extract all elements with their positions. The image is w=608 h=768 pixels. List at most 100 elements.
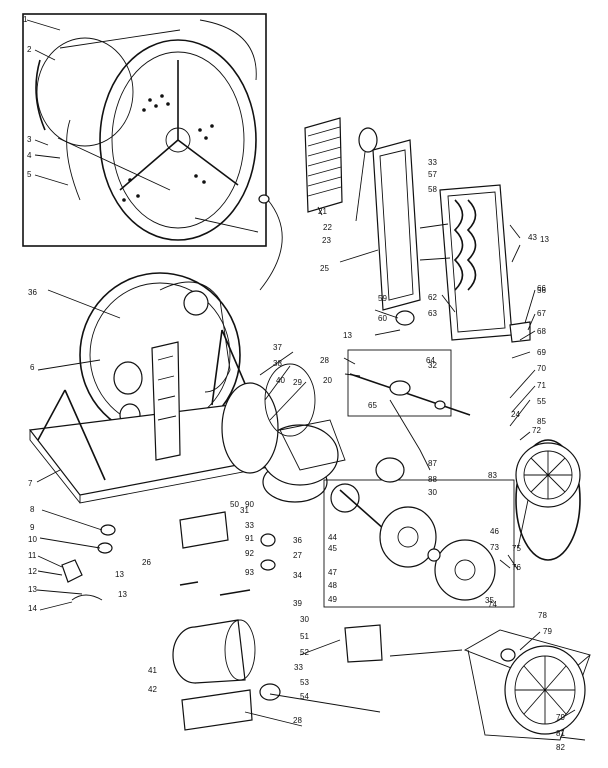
part-label: 27 [293, 551, 302, 560]
part-label: 78 [538, 611, 547, 620]
part-label: 40 [276, 376, 285, 385]
part-label: 34 [293, 571, 302, 580]
part-label: 91 [245, 534, 254, 543]
motor-mount-bracket [151, 341, 181, 461]
part-label: 45 [328, 544, 337, 553]
part-label: 6 [30, 363, 35, 372]
part-label: 51 [300, 632, 309, 641]
blower-parts-box [323, 479, 515, 608]
part-label: 56 [537, 286, 546, 295]
part-label: 37 [273, 343, 282, 352]
part-label: 64 [426, 356, 435, 365]
part-label: 87 [428, 459, 437, 468]
part-label: 93 [245, 568, 254, 577]
leader-lines [26, 19, 586, 741]
part-label: 36 [28, 288, 37, 297]
part-label: 48 [328, 581, 337, 590]
part-label: 57 [428, 170, 437, 179]
part-label: 92 [245, 549, 254, 558]
rear-bulkhead [79, 272, 241, 438]
motor-pulley [259, 683, 281, 701]
part-label: 30 [428, 488, 437, 497]
part-label: 42 [148, 685, 157, 694]
part-label: 38 [273, 359, 282, 368]
drum-assembly [35, 19, 257, 241]
part-label: 50 [230, 500, 239, 509]
lint-grille [304, 117, 343, 213]
part-label: 79 [556, 713, 565, 722]
part-label: 55 [537, 397, 546, 406]
part-label: 75 [512, 544, 521, 553]
part-label: 33 [428, 158, 437, 167]
part-label: 32 [428, 361, 437, 370]
part-label: 7 [28, 479, 33, 488]
part-label: 36 [293, 536, 302, 545]
part-label: 85 [537, 417, 546, 426]
part-label: 73 [490, 543, 499, 552]
part-label: 33 [294, 663, 303, 672]
part-label: 28 [320, 356, 329, 365]
part-label: 63 [428, 309, 437, 318]
part-label: 54 [300, 692, 309, 701]
part-label: 53 [300, 678, 309, 687]
part-label: 8 [30, 505, 35, 514]
heater-housing [372, 139, 513, 341]
part-label: 33 [245, 521, 254, 530]
part-label: 13 [343, 331, 352, 340]
part-label: 82 [556, 743, 565, 752]
part-label: 13 [540, 235, 549, 244]
blower-wheel-parts [330, 483, 496, 601]
part-label: 24 [511, 410, 520, 419]
part-label: 68 [537, 327, 546, 336]
part-label: 52 [300, 648, 309, 657]
part-label: 23 [322, 236, 331, 245]
part-label: 39 [293, 599, 302, 608]
part-label: 26 [142, 558, 151, 567]
part-label: 30 [300, 615, 309, 624]
part-label: 83 [488, 471, 497, 480]
part-label: 58 [428, 185, 437, 194]
part-label: 43 [528, 233, 537, 242]
part-label: 88 [428, 475, 437, 484]
part-label: 67 [537, 309, 546, 318]
part-label: 44 [328, 533, 337, 542]
part-label: 14 [28, 604, 37, 613]
part-label: 47 [328, 568, 337, 577]
part-label: 21 [318, 207, 327, 216]
part-label: 71 [537, 381, 546, 390]
blower-housing [221, 363, 346, 503]
leader-23 [259, 199, 283, 291]
part-label: 9 [30, 523, 35, 532]
drum-inset-frame [22, 13, 267, 247]
part-label: 13 [115, 570, 124, 579]
part-label: 4 [27, 151, 32, 160]
part-label: 76 [512, 563, 521, 572]
rear-support-and-pulley [463, 629, 591, 741]
part-label: 69 [537, 348, 546, 357]
part-label: 31 [240, 506, 249, 515]
drive-belt [515, 439, 581, 561]
part-label: 11 [28, 551, 37, 560]
part-label: 70 [537, 364, 546, 373]
part-label: 25 [320, 264, 329, 273]
part-label: 35 [485, 596, 494, 605]
part-label: 74 [488, 600, 497, 609]
part-label: 1 [23, 15, 28, 24]
part-label: 10 [28, 535, 37, 544]
part-label: 90 [245, 500, 254, 509]
part-label: 72 [532, 426, 541, 435]
part-label: 81 [556, 729, 565, 738]
part-label: 46 [490, 527, 499, 536]
part-label: 5 [27, 170, 32, 179]
bearing-ring [358, 127, 378, 153]
part-label: 65 [368, 401, 377, 410]
part-label: 66 [537, 284, 546, 293]
part-labels: 1 2 3 4 5 6 7 8 9 10 11 12 13 13 13 13 1… [23, 15, 565, 752]
part-label: 13 [118, 590, 127, 599]
part-label: 79 [543, 627, 552, 636]
part-label: 28 [293, 716, 302, 725]
drum-washer [258, 194, 270, 204]
part-label: 62 [428, 293, 437, 302]
